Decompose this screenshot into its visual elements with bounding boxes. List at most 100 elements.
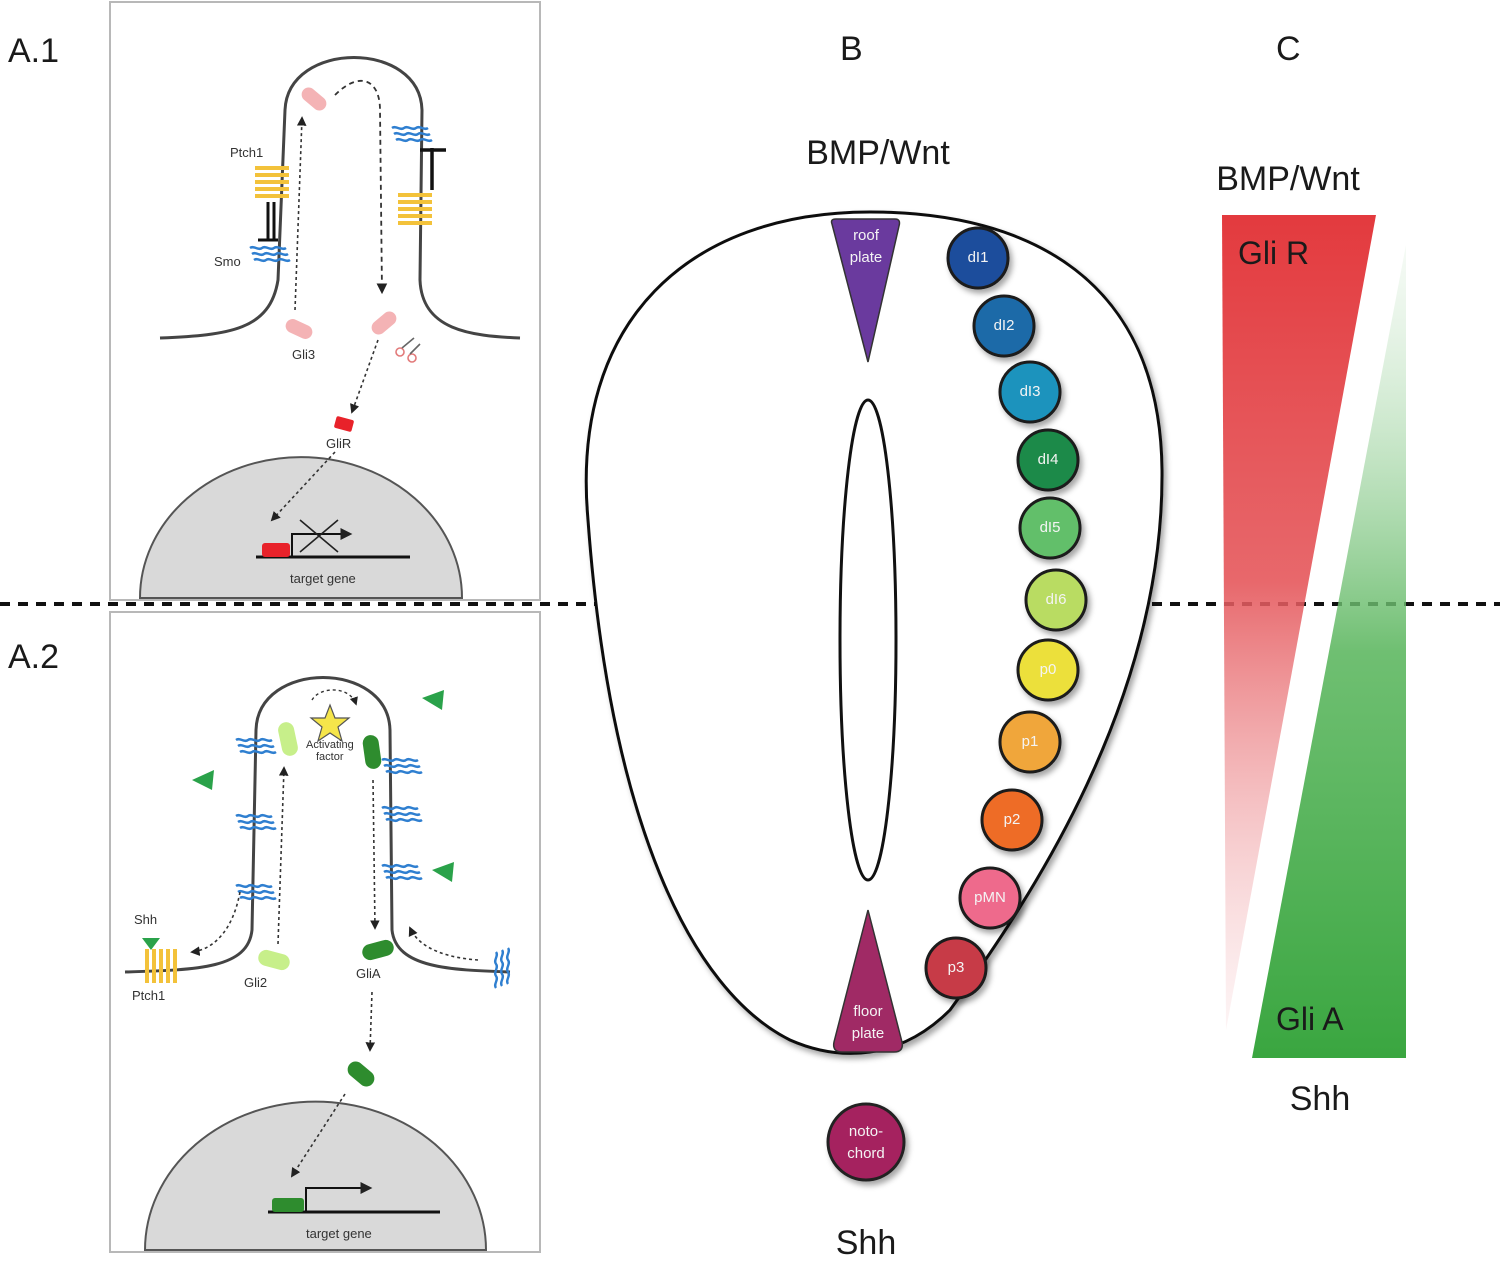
glia-exit-arrow: [370, 779, 380, 930]
gli3-label: Gli3: [292, 347, 315, 362]
processing-arrow-a1: [350, 339, 379, 414]
panel-a1: Gli3 Ptch1 Smo GliR target gene: [109, 1, 541, 601]
shh-ligand-1: [192, 770, 214, 790]
gli-r-gradient: [1222, 215, 1376, 1030]
smo-label-a1: Smo: [214, 254, 241, 269]
smo-receptor-a2-2: [234, 813, 278, 831]
inhibition-mark-right-a1: [420, 148, 446, 190]
roof-plate-label-1: roof: [853, 227, 880, 244]
domain-label-p1: p1: [1022, 733, 1039, 750]
smo-receptor-right-a1: [390, 125, 434, 143]
notochord-label-2: chord: [847, 1145, 885, 1162]
domain-label-di5: dI5: [1040, 519, 1061, 536]
domain-di1: [946, 226, 1010, 290]
cilium-membrane-a1: [159, 56, 521, 340]
domain-di2: [972, 294, 1036, 358]
smo-receptor-a2-3: [234, 883, 278, 901]
notochord: [826, 1102, 906, 1182]
roof-plate-label-2: plate: [850, 249, 883, 266]
panel-label-b: B: [840, 30, 863, 68]
domain-p1: [998, 710, 1062, 774]
blocked-x-icon: [299, 519, 339, 553]
activating-factor-label-2: factor: [316, 751, 344, 763]
smo-receptor-a1: [248, 245, 292, 263]
domain-label-p0: p0: [1040, 661, 1057, 678]
transport-down-arrow-a1: [334, 79, 388, 295]
floor-plate-label-1: floor: [853, 1003, 882, 1020]
ptch1-receptor-right-a1: [396, 193, 434, 225]
domain-p0: [1016, 638, 1080, 702]
glia-protein-tip: [362, 735, 382, 769]
glir-label: GliR: [326, 436, 351, 451]
gli-a-gradient: [1252, 245, 1406, 1058]
domain-label-di6: dI6: [1046, 591, 1067, 608]
gli2-transport-arrow: [277, 766, 289, 945]
glia-protein-base: [362, 939, 394, 961]
shh-label-a2: Shh: [134, 912, 157, 927]
ptch1-receptor-a2: [145, 947, 177, 985]
panel-b: BMP/Wnt Shh roof plate floor plate dI1 dI…: [584, 134, 1164, 1262]
domain-p3: [924, 936, 988, 1000]
floor-plate-label-2: plate: [852, 1025, 885, 1042]
panel-label-a2: A.2: [8, 638, 59, 676]
shh-ligand-2: [422, 690, 444, 710]
panel-a2-frame: [109, 611, 541, 1253]
domain-label-p3: p3: [948, 959, 965, 976]
transport-up-arrow-a1: [294, 116, 307, 311]
smo-receptor-a2-4: [380, 757, 424, 775]
transcription-arrow-a2: [305, 1182, 373, 1212]
target-gene-label-a2: target gene: [306, 1226, 372, 1241]
ptch1-removal-arrow: [190, 891, 241, 956]
cilium-membrane-a2: [124, 676, 511, 974]
gli-r-label: Gli R: [1238, 235, 1309, 271]
floor-plate: [832, 909, 904, 1053]
gli-a-label: Gli A: [1276, 1001, 1344, 1037]
top-signal-label-c: BMP/Wnt: [1216, 160, 1360, 198]
transcription-arrow-a1: [291, 528, 353, 557]
nucleus-a1: [138, 456, 464, 599]
glir-protein: [334, 416, 354, 432]
domain-p2: [980, 788, 1044, 852]
gli2-protein-tip: [278, 722, 298, 756]
domain-di3: [998, 360, 1062, 424]
domain-label-pmn: pMN: [974, 889, 1006, 906]
glia-label: GliA: [356, 966, 381, 981]
bottom-signal-label-b: Shh: [836, 1224, 897, 1262]
activating-factor-star-icon: [309, 703, 351, 743]
glia-bound-a2: [272, 1198, 304, 1212]
ptch1-label-a1: Ptch1: [230, 145, 263, 160]
inhibition-mark-a1: [258, 202, 278, 242]
smo-receptor-a2-1: [234, 737, 278, 755]
domain-label-di2: dI2: [994, 317, 1015, 334]
notochord-label-1: noto-: [849, 1123, 883, 1140]
glia-protein-free: [347, 1061, 375, 1087]
central-canal-lumen: [838, 398, 898, 882]
panel-label-a1: A.1: [8, 32, 59, 70]
smo-receptor-incoming-a2: [493, 946, 511, 990]
domain-di5: [1018, 496, 1082, 560]
domain-di6: [1024, 568, 1088, 632]
shh-ligand-3: [432, 862, 454, 882]
gli3-protein-base-a1: [285, 319, 313, 339]
ptch1-label-a2: Ptch1: [132, 988, 165, 1003]
roof-plate: [830, 218, 901, 363]
target-gene-label-a1: target gene: [290, 571, 356, 586]
activating-factor-label-1: Activating: [306, 739, 354, 751]
panel-a2: Shh Ptch1 Gli2 GliA Activating factor ta…: [109, 611, 541, 1253]
nuclear-import-arrow-a2: [290, 1093, 346, 1178]
smo-receptor-a2-5: [380, 805, 424, 823]
activation-loop-arrow: [311, 689, 358, 706]
gli2-protein-base: [258, 949, 290, 971]
shh-ligand-bound: [142, 938, 160, 950]
glir-bound-a1: [262, 543, 290, 557]
top-signal-label-b: BMP/Wnt: [806, 134, 950, 172]
gli3-protein-exit-a1: [371, 311, 397, 335]
domain-pmn: [958, 866, 1022, 930]
domain-di4: [1016, 428, 1080, 492]
panel-c: BMP/Wnt Shh Gli R Gli A: [1216, 160, 1406, 1118]
scissors-icon: [395, 337, 421, 363]
domain-label-di1: dI1: [968, 249, 989, 266]
domain-label-di4: dI4: [1038, 451, 1059, 468]
